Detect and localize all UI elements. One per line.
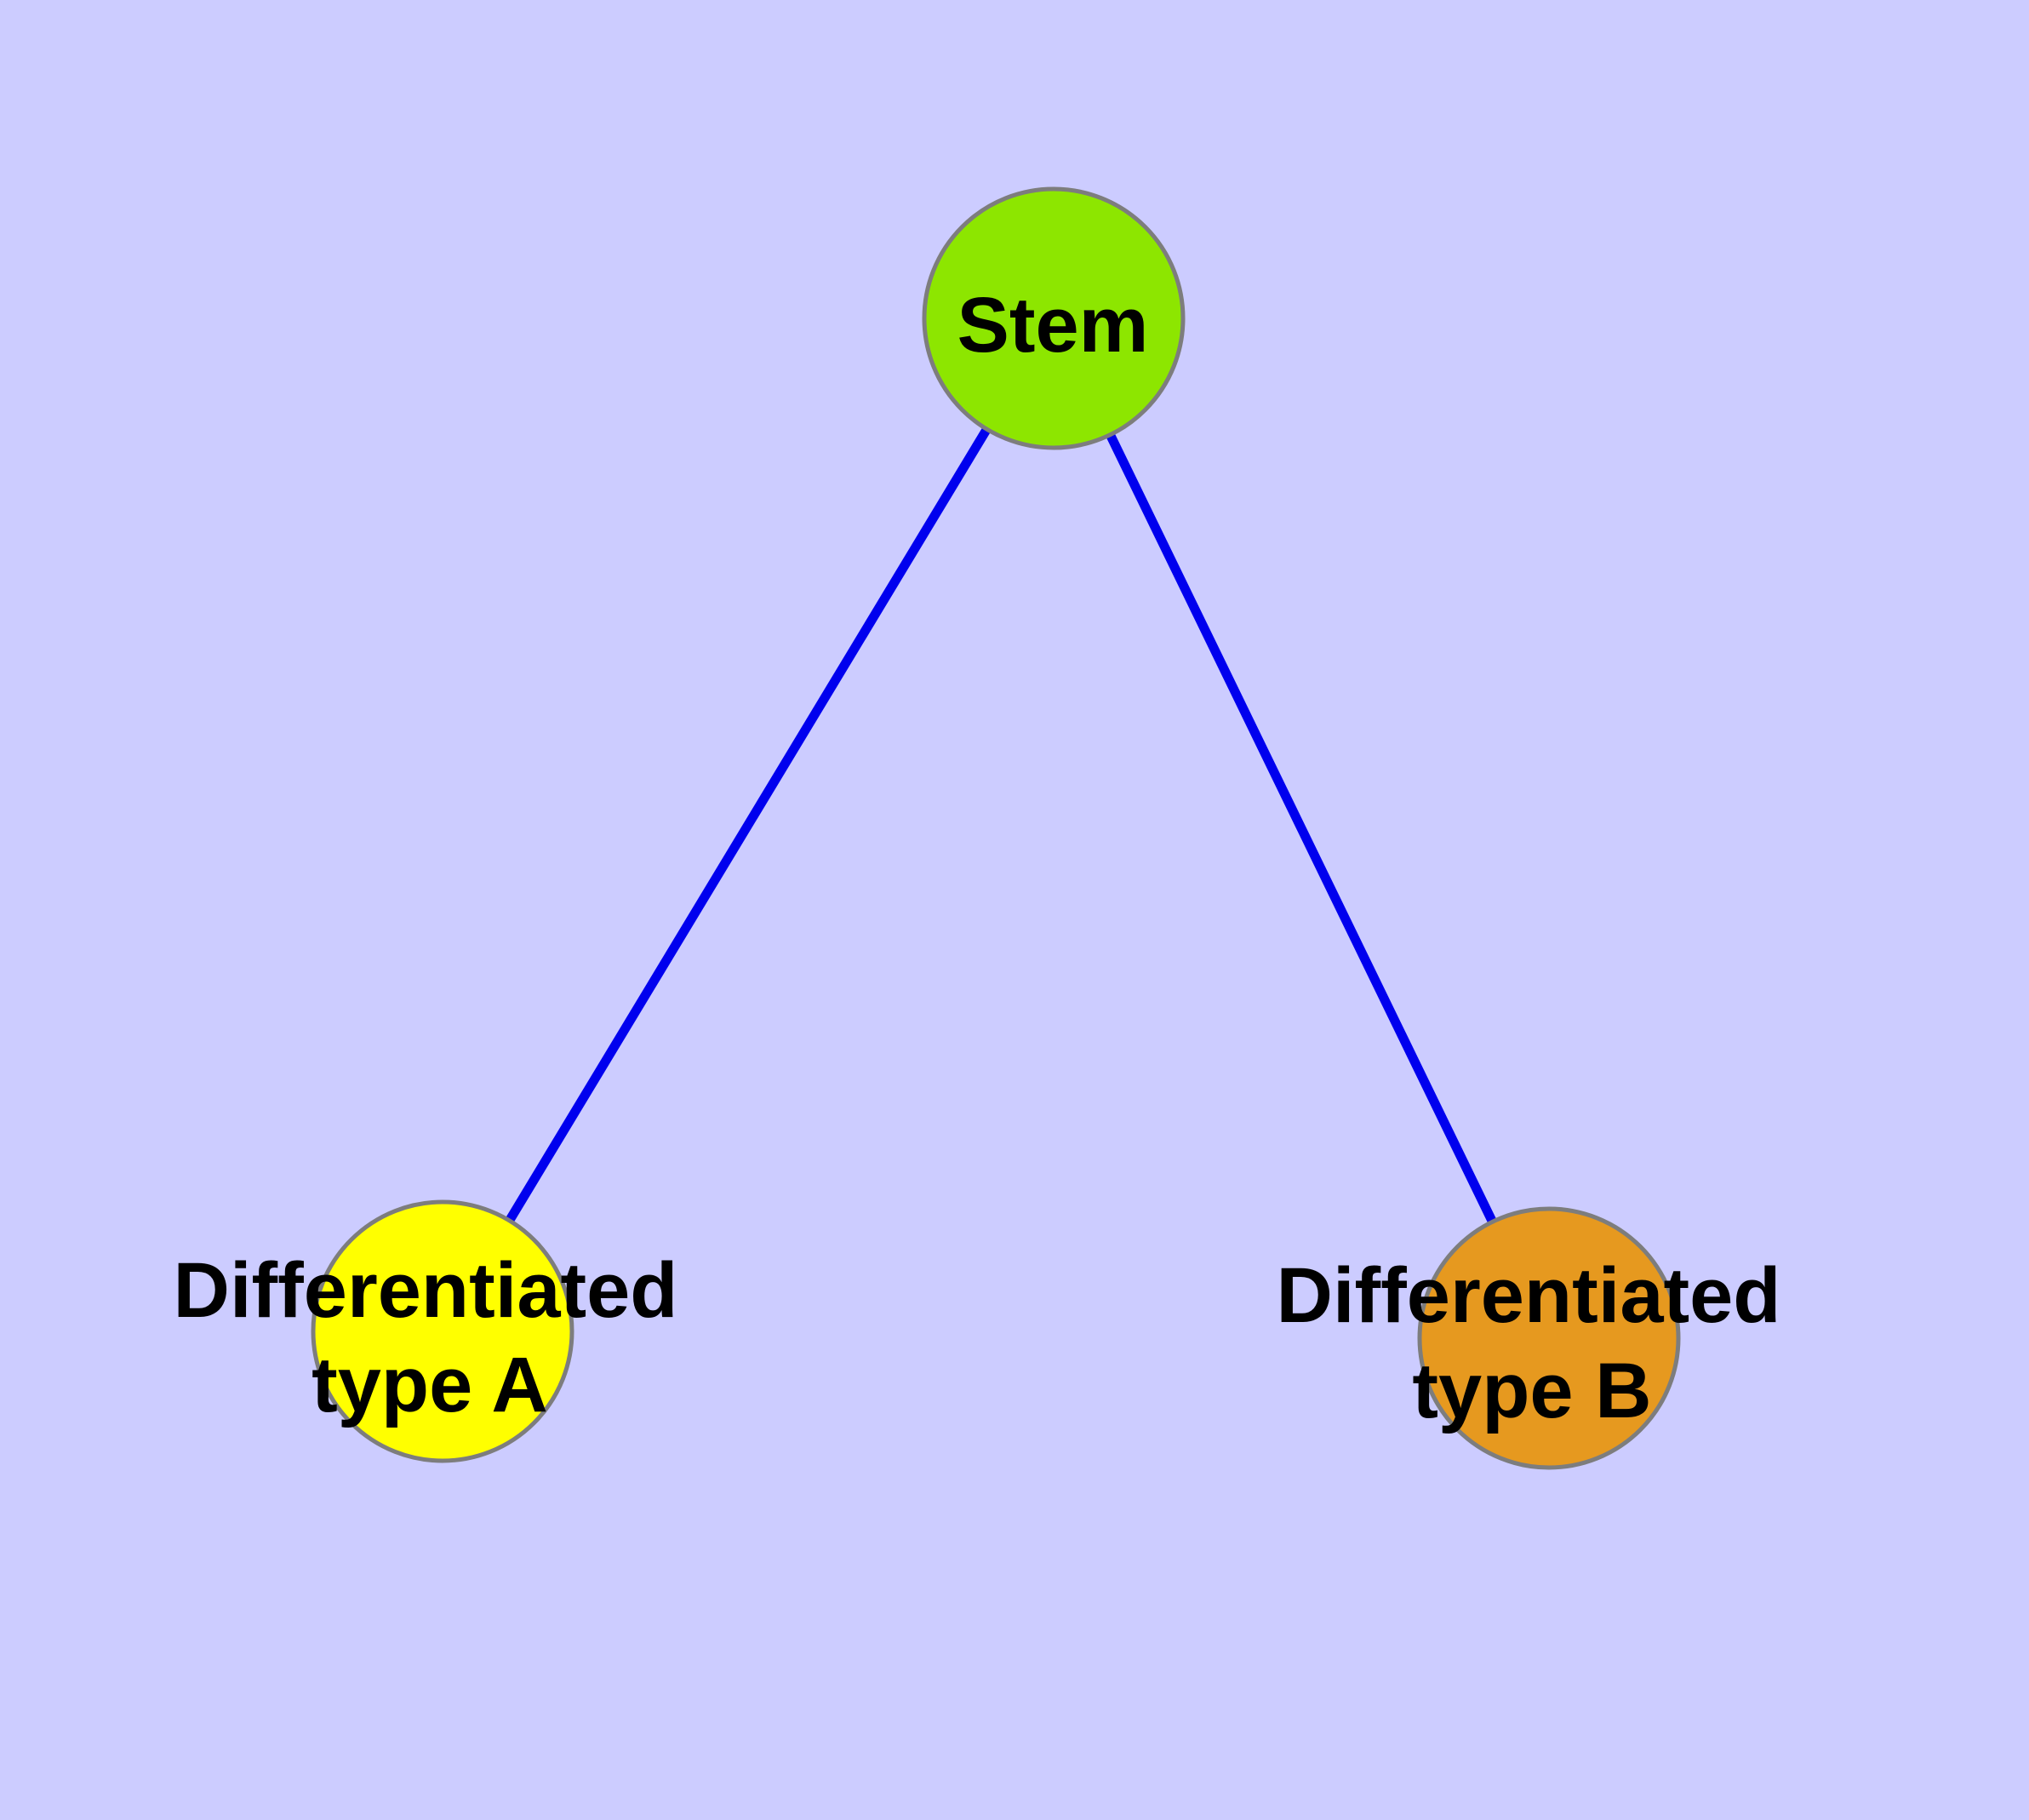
node-type-b-label-line2: type B bbox=[1412, 1348, 1651, 1434]
node-type-b-label-line1: Differentiated bbox=[1277, 1252, 1781, 1339]
node-stem bbox=[922, 186, 1186, 450]
edge-stem-to-type-a bbox=[438, 316, 1058, 1334]
node-type-a-label-line1: Differentiated bbox=[174, 1247, 678, 1334]
node-type-a-label-line2: type A bbox=[311, 1342, 548, 1428]
edge-stem-to-type-b bbox=[1049, 316, 1553, 1341]
node-stem-label: Stem bbox=[957, 282, 1149, 369]
node-differentiated-type-b bbox=[1417, 1206, 1681, 1470]
node-differentiated-type-a bbox=[311, 1199, 574, 1463]
